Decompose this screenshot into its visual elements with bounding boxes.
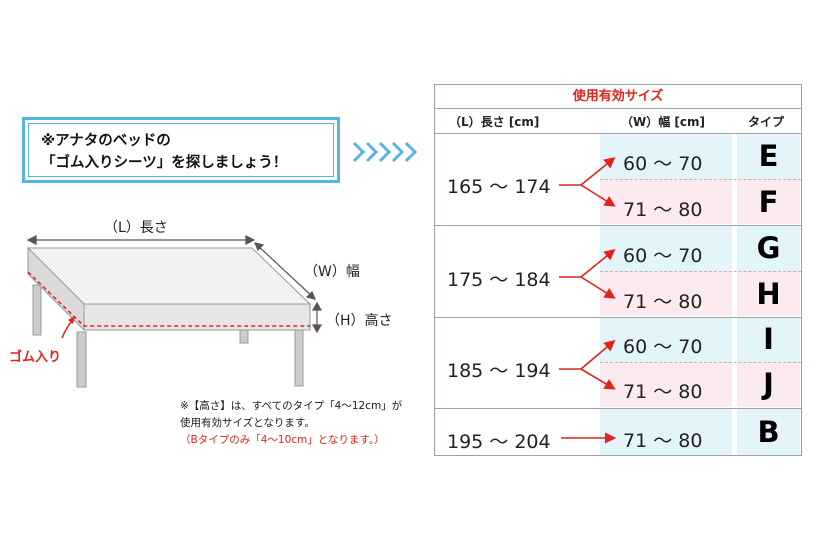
width-value: 71 ～ 80 xyxy=(623,199,703,221)
type-letter: B xyxy=(757,415,780,449)
length-label: （L）長さ xyxy=(104,220,168,236)
type-band xyxy=(737,362,800,407)
callout-inner: ※アナタのベッドの 「ゴム入りシーツ」を探しましょう！ xyxy=(28,123,334,177)
type-band xyxy=(737,408,800,455)
width-band xyxy=(600,179,732,224)
width-value: 71 ～ 80 xyxy=(623,430,703,452)
width-band xyxy=(600,225,732,271)
width-value: 71 ～ 80 xyxy=(623,291,703,313)
type-letter: G xyxy=(756,231,781,265)
type-band xyxy=(737,317,800,362)
width-band xyxy=(600,271,732,316)
bed-illustration xyxy=(26,235,323,388)
row-separator xyxy=(435,317,801,318)
row-separator xyxy=(435,225,801,226)
type-letter: E xyxy=(758,139,779,173)
length-value: 195 ～ 204 xyxy=(447,431,551,453)
table-title: 使用有効サイズ xyxy=(435,85,801,109)
height-label: （H）高さ xyxy=(326,313,393,329)
header-length: （L）長さ [cm] xyxy=(449,115,540,129)
type-letter: F xyxy=(758,185,779,219)
type-band xyxy=(737,271,800,316)
size-table: 使用有効サイズ （L）長さ [cm] （W）幅 [cm] タイプ 165 ～ 1… xyxy=(434,84,802,456)
width-band xyxy=(600,133,732,179)
type-letter: I xyxy=(763,322,774,356)
note-line-3: （Bタイプのみ「4～10cm」となります。） xyxy=(180,434,385,446)
length-value: 185 ～ 194 xyxy=(447,360,551,382)
type-band xyxy=(737,179,800,224)
length-value: 165 ～ 174 xyxy=(447,176,551,198)
width-value: 60 ～ 70 xyxy=(623,245,703,267)
chevron-right-icon xyxy=(352,141,418,163)
type-letter: H xyxy=(756,277,781,311)
header-type: タイプ xyxy=(748,115,785,129)
row-separator xyxy=(435,133,801,134)
callout-box: ※アナタのベッドの 「ゴム入りシーツ」を探しましょう！ xyxy=(22,117,340,183)
type-band xyxy=(737,225,800,271)
note-line-1: ※【高さ】は、すべてのタイプ「4～12cm」が xyxy=(180,400,403,412)
width-band xyxy=(600,362,732,407)
width-band xyxy=(600,408,732,455)
height-note: ※【高さ】は、すべてのタイプ「4～12cm」が 使用有効サイズとなります。 （B… xyxy=(180,398,402,449)
type-band xyxy=(737,133,800,179)
type-letter: J xyxy=(763,367,774,401)
width-band xyxy=(600,317,732,362)
width-value: 60 ～ 70 xyxy=(623,336,703,358)
note-line-2: 使用有効サイズとなります。 xyxy=(180,417,315,429)
callout-line-2: 「ゴム入りシーツ」を探しましょう！ xyxy=(41,155,288,171)
row-separator xyxy=(600,179,801,180)
elastic-label: ゴム入り xyxy=(9,350,62,365)
row-separator xyxy=(600,271,801,272)
callout-line-1: ※アナタのベッドの xyxy=(41,133,171,149)
width-value: 60 ～ 70 xyxy=(623,153,703,175)
row-separator xyxy=(600,362,801,363)
width-label: （W）幅 xyxy=(304,264,360,280)
row-separator xyxy=(435,408,801,409)
header-width: （W）幅 [cm] xyxy=(621,115,706,129)
length-value: 175 ～ 184 xyxy=(447,269,551,291)
width-value: 71 ～ 80 xyxy=(623,381,703,403)
